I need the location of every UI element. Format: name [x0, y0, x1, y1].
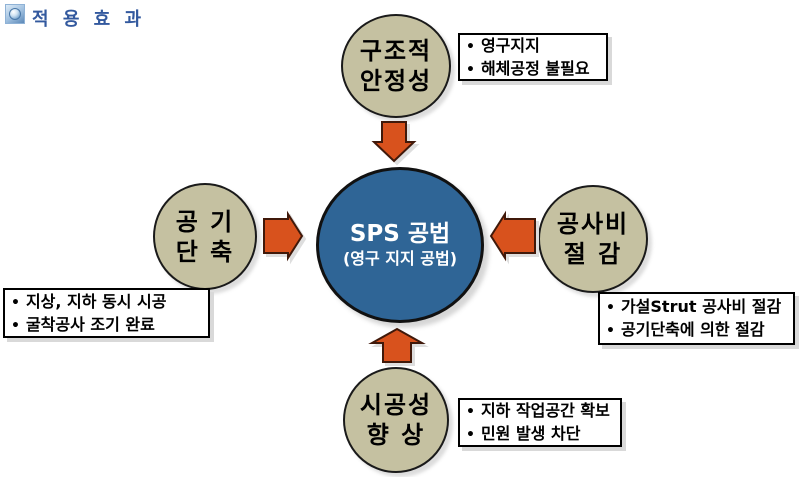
center-title: SPS 공법	[349, 221, 451, 247]
bullet-item: • 민원 발생 차단	[466, 423, 614, 446]
bullet-text: 지상, 지하 동시 시공	[25, 291, 167, 311]
bullet-text: 지하 작업공간 확보	[480, 401, 610, 420]
node-sps-method-center: SPS 공법 (영구 지지 공법)	[316, 167, 484, 323]
node-label-line: 공 기	[175, 207, 235, 236]
arrow-up-icon	[368, 327, 426, 363]
node-label-line: 시공성	[359, 391, 433, 419]
bullet-box-cost-saving: • 가설Strut 공사비 절감 • 공기단축에 의한 절감	[598, 292, 795, 345]
node-construction-period-reduction: 공 기 단 축	[153, 183, 257, 290]
node-structural-stability: 구조적 안정성	[341, 14, 451, 118]
node-label-line: 절 감	[563, 240, 623, 268]
arrow-down-icon	[371, 121, 417, 163]
bullet-marker: •	[466, 404, 475, 420]
node-label-line: 향 상	[366, 421, 426, 449]
bullet-box-structural-stability: • 영구지지 • 해체공정 불필요	[458, 33, 608, 81]
bullet-marker: •	[606, 300, 615, 316]
bullet-marker: •	[466, 61, 475, 78]
bullet-text: 영구지지	[480, 35, 540, 55]
bullet-marker: •	[11, 317, 20, 334]
bullet-item: • 굴착공사 조기 완료	[11, 314, 202, 337]
bullet-item: • 해체공정 불필요	[466, 58, 600, 81]
node-construction-cost-saving: 공사비 절 감	[538, 185, 648, 293]
center-subtitle: (영구 지지 공법)	[342, 249, 458, 268]
bullet-text: 민원 발생 차단	[480, 424, 581, 443]
bullet-text: 가설Strut 공사비 절감	[620, 297, 782, 316]
node-label-line: 구조적	[359, 37, 433, 65]
bullet-item: • 지상, 지하 동시 시공	[11, 291, 202, 314]
bullet-box-construction-period: • 지상, 지하 동시 시공 • 굴착공사 조기 완료	[3, 288, 210, 338]
node-label-line: 안정성	[359, 67, 433, 95]
title-bullet-square-icon	[5, 4, 25, 24]
bullet-marker: •	[466, 427, 475, 443]
bullet-item: • 공기단축에 의한 절감	[606, 319, 787, 342]
node-label-line: 단 축	[175, 237, 235, 266]
bullet-text: 공기단축에 의한 절감	[620, 320, 765, 339]
bullet-text: 굴착공사 조기 완료	[25, 314, 155, 334]
bullet-box-constructability: • 지하 작업공간 확보 • 민원 발생 차단	[458, 398, 622, 447]
arrow-right-icon	[263, 210, 304, 262]
bullet-item: • 영구지지	[466, 35, 600, 58]
bullet-item: • 지하 작업공간 확보	[466, 400, 614, 423]
node-constructability-improvement: 시공성 향 상	[343, 367, 449, 473]
bullet-marker: •	[466, 38, 475, 55]
bullet-item: • 가설Strut 공사비 절감	[606, 296, 787, 319]
arrow-left-icon	[489, 210, 536, 262]
bullet-marker: •	[606, 323, 615, 339]
bullet-marker: •	[11, 294, 20, 311]
page-title: 적 용 효 과	[32, 9, 146, 30]
bullet-text: 해체공정 불필요	[480, 58, 590, 78]
node-label-line: 공사비	[556, 210, 630, 238]
title-bullet-sphere-icon	[9, 8, 21, 20]
